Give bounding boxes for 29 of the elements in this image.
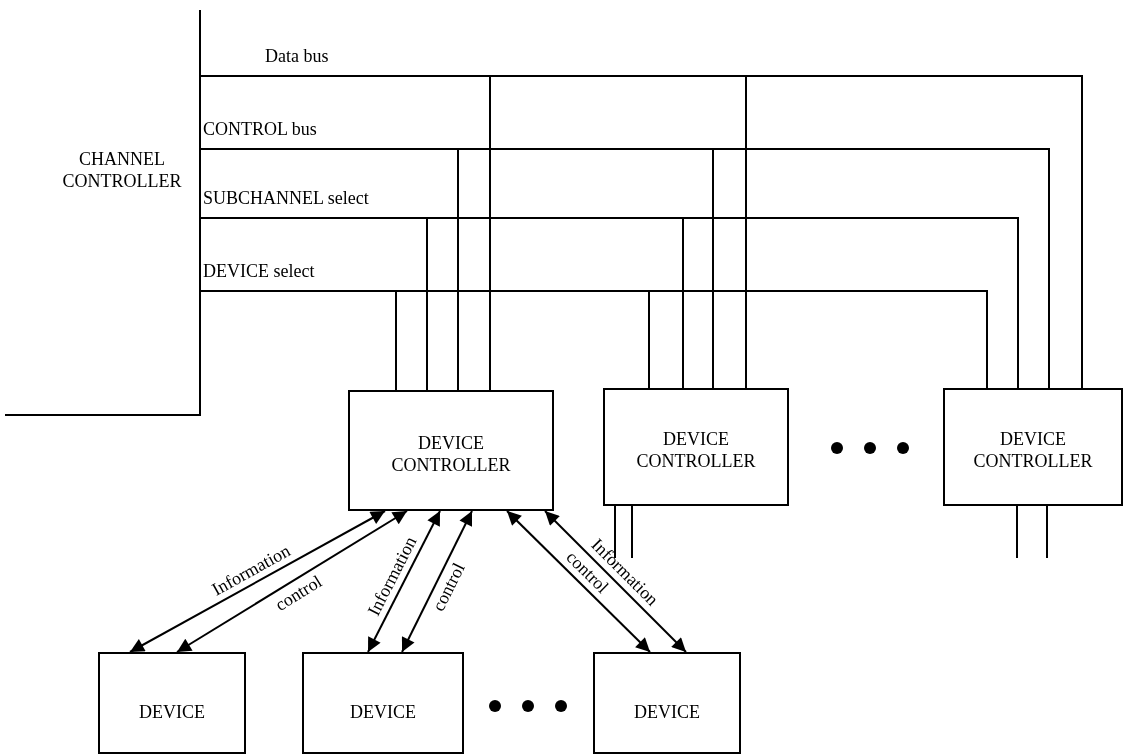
bus-stub-line (1016, 505, 1018, 559)
device-box (302, 652, 464, 754)
edge-label: control (428, 560, 469, 615)
channel-controller-bracket (5, 10, 201, 416)
edge-label: DEVICE select (203, 261, 315, 281)
bus-stub-line (631, 505, 633, 559)
bus-stub-line (614, 505, 616, 559)
double-arrow (506, 510, 651, 653)
node-label: DEVICE CONTROLLER (635, 428, 757, 472)
edge-label: CONTROL bus (203, 119, 317, 139)
double-arrow (129, 510, 386, 653)
node-label: DEVICE CONTROLLER (390, 431, 512, 476)
edge-label: SUBCHANNEL select (203, 188, 369, 208)
device-controller-box (943, 388, 1123, 506)
node-label: DEVICE (139, 701, 205, 723)
device-controller-box (348, 390, 554, 511)
node-label: DEVICE CONTROLLER (972, 428, 1094, 472)
double-arrow (367, 510, 441, 653)
node-label: DEVICE (634, 701, 700, 723)
double-arrow (401, 510, 473, 653)
device-box (593, 652, 741, 754)
node-label: DEVICE (350, 701, 416, 723)
double-arrow (176, 510, 408, 653)
node-label: CHANNEL CONTROLLER (61, 148, 183, 192)
device-box (98, 652, 246, 754)
device-controller-box (603, 388, 789, 506)
edge-label: Data bus (265, 46, 329, 66)
bus-stub-line (1046, 505, 1048, 559)
double-arrow (544, 510, 687, 653)
